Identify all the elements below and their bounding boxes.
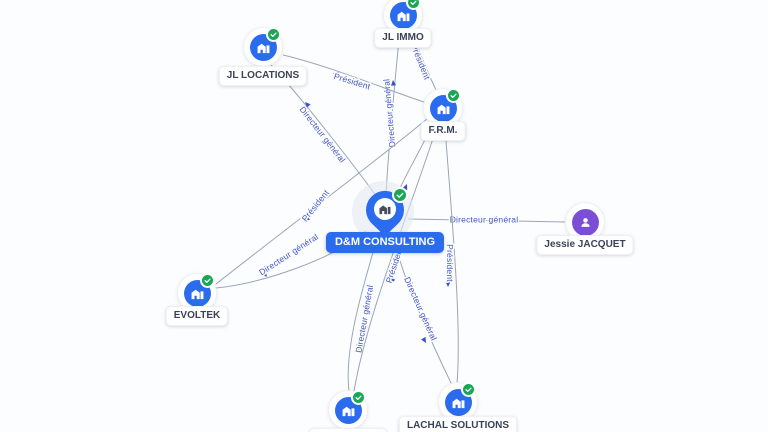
node-evoltek[interactable] <box>178 273 216 312</box>
verified-check-icon <box>461 382 476 397</box>
edge-arrow <box>390 277 396 284</box>
verified-check-icon <box>200 273 215 288</box>
verified-check-icon <box>266 27 281 42</box>
edge-arrow <box>402 184 408 191</box>
map-pin-icon[interactable] <box>357 188 413 252</box>
node-label-lachal-solutions[interactable]: LACHAL SOLUTIONS <box>398 416 518 432</box>
edge-arrow <box>390 80 397 86</box>
edge-label: Directeur général <box>298 104 348 164</box>
verified-check-icon <box>406 0 421 10</box>
edge-arrow <box>450 216 456 222</box>
node-jl-locations[interactable] <box>244 27 282 66</box>
edge-label: Directeur général <box>402 275 439 342</box>
node-label-jessie-jacquet[interactable]: Jessie JACQUET <box>536 235 634 255</box>
edge-label: Directeur général <box>381 78 397 147</box>
edge-label: Président <box>409 42 433 81</box>
node-lachal-solutions[interactable] <box>439 382 477 421</box>
verified-check-icon <box>446 88 461 103</box>
node-frm[interactable] <box>424 88 462 127</box>
node-bottom-company[interactable] <box>329 390 367 429</box>
node-label-bottom-company[interactable] <box>309 428 387 432</box>
verified-check-icon <box>351 390 366 405</box>
node-label-evoltek[interactable]: EVOLTEK <box>165 306 229 326</box>
edge-arrow <box>304 215 310 221</box>
edge-label: Président <box>333 71 372 92</box>
edge-arrow <box>445 281 451 287</box>
node-jessie-jacquet[interactable] <box>566 203 604 241</box>
edge-arrow <box>305 102 311 108</box>
edge-dm-jessie: Directeur général <box>407 213 566 226</box>
verified-check-icon <box>392 187 408 203</box>
edge-arrow <box>261 271 267 277</box>
edge-frm-bottom: Président <box>353 128 437 392</box>
edge-frm-lachal: Président <box>443 126 459 385</box>
edge-arrow <box>356 346 362 352</box>
node-label-jl-locations[interactable]: JL LOCATIONS <box>218 66 308 86</box>
person-icon <box>571 208 599 236</box>
center-node-label[interactable]: D&M CONSULTING <box>325 232 445 253</box>
edge-dm-lachal: Directeur général <box>393 239 453 386</box>
edge-label: Directeur général <box>450 214 519 224</box>
edge-dm-bottom: Directeur général <box>347 241 377 392</box>
edge-label: Directeur général <box>257 231 320 277</box>
edge-label: Président <box>300 187 332 223</box>
node-label-jl-immo[interactable]: JL IMMO <box>374 28 432 48</box>
edge-arrow <box>333 71 339 77</box>
edge-label: Président <box>445 244 455 282</box>
edge-arrow <box>420 336 426 343</box>
node-label-frm[interactable]: F.R.M. <box>420 121 466 141</box>
